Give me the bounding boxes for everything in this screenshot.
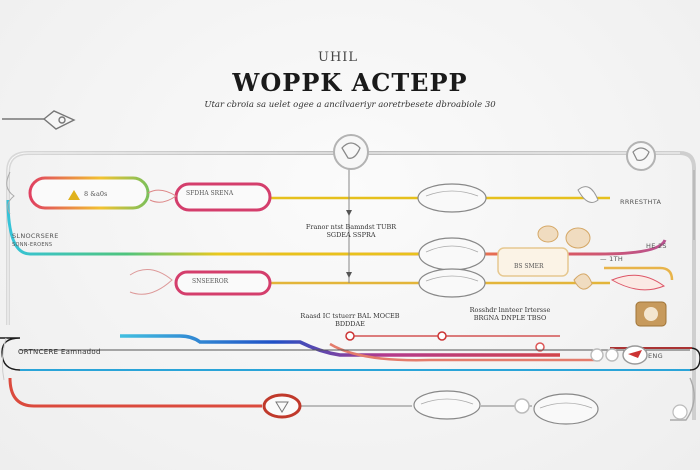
- page-title: WOPPK ACTEPP: [232, 68, 468, 97]
- shell-icons: [537, 186, 599, 290]
- right-label-mid: HE 2S: [646, 242, 667, 250]
- bottom-right-tag: ENG: [648, 352, 663, 360]
- blue-track: [120, 334, 560, 357]
- pill-three-shape: [174, 270, 272, 296]
- pill-one-label: 8 &a0s: [84, 190, 108, 198]
- bottom-node-icon: [262, 393, 302, 419]
- ellipse-label: BS SMER: [514, 263, 544, 270]
- right-note: Rosshdr lnnteer Irtersse BRGNA DNPLE TBS…: [469, 306, 551, 322]
- key-icon: [2, 110, 76, 130]
- pill-two-label: SFDHA SRENA: [186, 190, 234, 197]
- left-note: SQNN-EROENS: [12, 242, 53, 248]
- page-subtitle: Utar cbroia sa uelet ogee a ancilvaeriyr…: [204, 100, 496, 110]
- pill-two-shape: [174, 182, 272, 212]
- logo-mark: UHIL: [318, 50, 359, 65]
- ornament-ellipses: [413, 183, 599, 425]
- left-track-caption: SLNOCRSERE: [12, 232, 59, 240]
- right-label-low: — 1TH: [600, 255, 624, 263]
- bottom-left-label: ORTNCERE Eamnadod: [18, 348, 101, 356]
- pill-three-label: SNSEEROR: [192, 278, 229, 285]
- lower-right-icons: [590, 345, 648, 365]
- red-track: [8, 377, 262, 408]
- right-node-icon: [626, 141, 656, 171]
- center-note-bottom: Raasd IC tstuerr BAL MOCEB BDDDAE: [300, 312, 400, 328]
- center-note-top: Franor ntst Bamndst TUBR SGDEA SSPRA: [305, 223, 397, 239]
- top-node-icon: [333, 134, 369, 170]
- right-label-top: RRRESTHTA: [620, 198, 662, 206]
